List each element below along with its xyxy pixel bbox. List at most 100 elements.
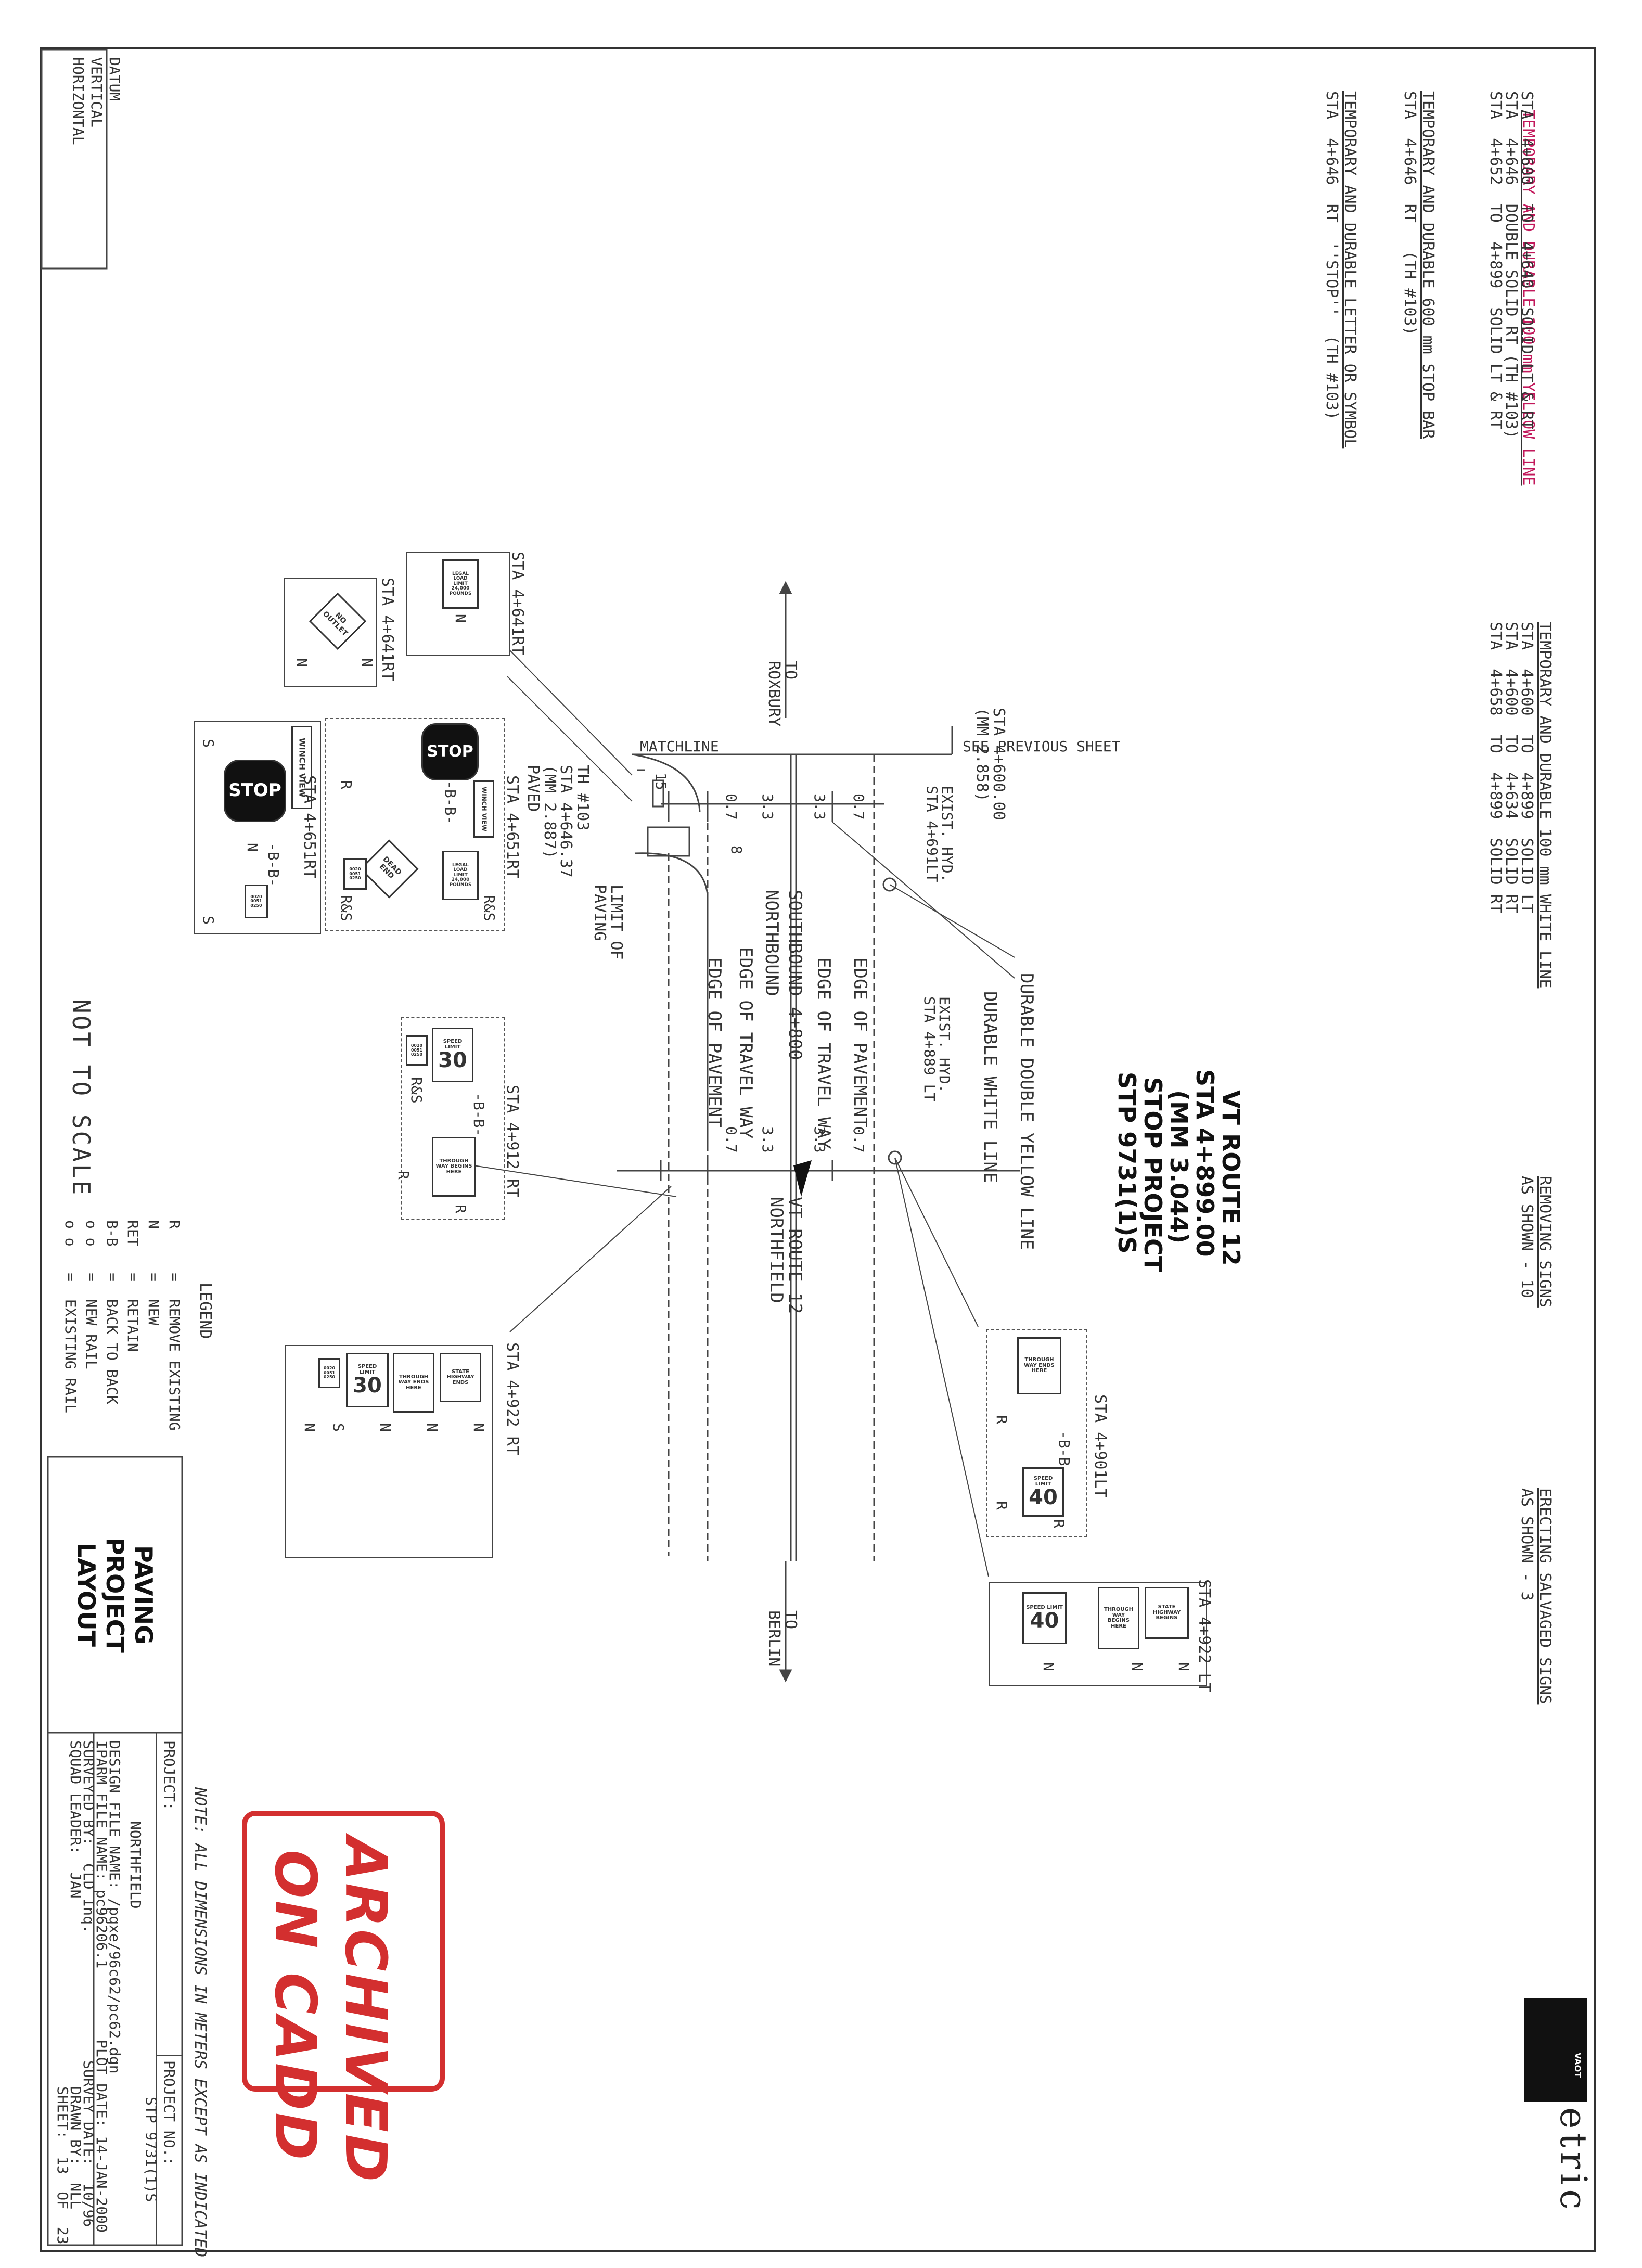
project-title-2: STA 4+899.00 bbox=[1191, 1069, 1219, 1257]
code-n-6: N bbox=[424, 1423, 441, 1432]
dimensions-note: NOTE: ALL DIMENSIONS IN METERS EXCEPT AS… bbox=[191, 1787, 209, 2258]
stop-bar-sta: STA 4+646 RT (TH #103) bbox=[1401, 91, 1419, 336]
code-n-11: N bbox=[1040, 1662, 1057, 1671]
speed-30-a: 30 bbox=[438, 1048, 467, 1072]
project-no-label: PROJECT NO.: bbox=[161, 2060, 178, 2166]
code-r-d: R bbox=[993, 1415, 1010, 1424]
code-n-8: N bbox=[301, 1423, 318, 1432]
legal-load-sign: LEGAL LOAD LIMIT 24,000 POUNDS bbox=[442, 559, 479, 609]
sta-4901lt-label: STA 4+901LT bbox=[1091, 1394, 1109, 1498]
speed-30-b: 30 bbox=[353, 1374, 382, 1398]
sheet-border bbox=[40, 47, 1596, 2252]
metric-logo-text: etric bbox=[1552, 2107, 1595, 2214]
code-s-a: S bbox=[200, 739, 217, 748]
dimension-ticks bbox=[617, 760, 1020, 1181]
code-n-7: N bbox=[377, 1423, 394, 1432]
code-s-b: S bbox=[200, 916, 217, 925]
squad-leader: SQUAD LEADER: JAN bbox=[67, 1740, 84, 1899]
white-line-sta-1: STA 4+600 TO 4+899 SOLID LT bbox=[1518, 622, 1536, 913]
white-line-sta-3: STA 4+658 TO 4+899 SOLID RT bbox=[1486, 622, 1505, 913]
title-project: PROJECT bbox=[101, 1537, 129, 1653]
hydrant-2 bbox=[888, 1150, 902, 1165]
stamp-line-2: ON CADD bbox=[262, 1850, 329, 2162]
datum-box bbox=[41, 49, 108, 270]
berlin-arrow bbox=[779, 1561, 792, 1683]
legend-item-2: N = NEW bbox=[145, 1220, 162, 1326]
stop-bar-symbol bbox=[793, 1160, 812, 1197]
yellow-line-sta-2: STA 4+646 DOUBLE SOLID RT (TH #103) bbox=[1502, 91, 1520, 439]
sign-group-4901lt bbox=[986, 1329, 1087, 1537]
edge-travel-way-lt: EDGE OF TRAVEL WAY bbox=[735, 947, 756, 1139]
through-way-begins-a: THROUGH WAY BEGINS HERE bbox=[432, 1137, 476, 1197]
hydrant-1 bbox=[882, 877, 897, 892]
matchline-label: MATCHLINE bbox=[640, 738, 719, 755]
state-hwy-ends: STATE HIGHWAY ENDS bbox=[440, 1353, 481, 1402]
erecting-signs-title: ERECTING SALVAGED SIGNS bbox=[1536, 1488, 1554, 1705]
sta-4912rt-label: STA 4+912 RT bbox=[503, 1085, 521, 1198]
legend-item-1: R = REMOVE EXISTING bbox=[166, 1220, 183, 1431]
dim-0-7-a: 0.7 bbox=[850, 793, 867, 820]
to-roxbury-label: TO ROXBURY bbox=[765, 661, 800, 727]
th-103-road bbox=[632, 753, 709, 1145]
datum-label: DATUM bbox=[106, 57, 123, 101]
code-rs-c: R&S bbox=[408, 1077, 425, 1104]
sta-4651rt-label-b: STA 4+651RT bbox=[300, 775, 318, 879]
yellow-line-sta-1: STA 4+600 TO 4+640 SOLID LT & RT bbox=[1518, 91, 1536, 430]
dim-0-7-c: 0.7 bbox=[850, 1126, 867, 1153]
sign-group-winch-view bbox=[194, 721, 321, 934]
datum-vertical: VERTICAL bbox=[88, 57, 105, 127]
letter-symbol-sta: STA 4+646 RT ''STOP'' (TH #103) bbox=[1323, 91, 1341, 420]
stop-bar-title: TEMPORARY AND DURABLE 600 mm STOP BAR bbox=[1419, 91, 1437, 439]
speed-limit-text-d: SPEED LIMIT bbox=[1026, 1604, 1063, 1610]
winch-view-tag-a: WINCH VIEW bbox=[473, 780, 494, 838]
code-n-10: N bbox=[1128, 1662, 1146, 1671]
legend-item-5: o o = NEW RAIL bbox=[83, 1220, 100, 1369]
project-name: NORTHFIELD bbox=[127, 1821, 144, 1909]
speed-limit-text-b: SPEED LIMIT bbox=[357, 1364, 377, 1375]
tag-4651: 0020 0051 0250 bbox=[343, 858, 367, 890]
sta-4641rt-label: STA 4+641RT bbox=[508, 552, 527, 655]
dim-3-3-a: 3.3 bbox=[811, 793, 828, 820]
winch-view-label: WINCH VIEW bbox=[291, 726, 312, 809]
legend-item-6: o o = EXISTING RAIL bbox=[62, 1220, 79, 1413]
vaot-badge: VAOT bbox=[1573, 2053, 1583, 2078]
code-rs-b: R&S bbox=[338, 895, 355, 921]
project-title-4: STOP PROJECT bbox=[1139, 1077, 1167, 1273]
stop-sign-b: STOP bbox=[224, 760, 286, 822]
erecting-signs-value: AS SHOWN - 3 bbox=[1518, 1488, 1536, 1601]
speed-limit-text-c: SPEED LIMIT bbox=[1033, 1476, 1053, 1487]
durable-white-label: DURABLE WHITE LINE bbox=[980, 991, 1000, 1183]
archived-stamp: ARCHIVED ON CADD bbox=[242, 1811, 445, 2184]
speed-40-b: 40 bbox=[1030, 1609, 1059, 1633]
title-block-frame bbox=[47, 1456, 183, 2246]
speed-40-a: 40 bbox=[1029, 1485, 1058, 1509]
legend-title: LEGEND bbox=[196, 1283, 214, 1339]
code-bb-b: -B-B- bbox=[265, 843, 282, 887]
not-to-scale: NOT TO SCALE bbox=[67, 999, 95, 1197]
sheet-number: SHEET: 13 OF 23 bbox=[54, 2086, 71, 2245]
project-label: PROJECT: bbox=[161, 1740, 178, 1811]
code-bb-a: -B-B- bbox=[442, 780, 459, 825]
sta-4641rt-label-2: STA 4+641RT bbox=[378, 578, 396, 681]
sign-group-4922rt bbox=[285, 1345, 493, 1558]
northbound-label: NORTHBOUND bbox=[761, 890, 782, 996]
edge-pavement-lt: EDGE OF PAVEMENT bbox=[704, 957, 725, 1128]
sign-group-4922lt bbox=[989, 1582, 1207, 1686]
state-hwy-begins: STATE HIGHWAY BEGINS bbox=[1145, 1587, 1189, 1639]
removing-signs-value: AS SHOWN - 10 bbox=[1518, 1176, 1536, 1298]
edge-travel-way-rt: EDGE OF TRAVEL WAY bbox=[813, 957, 834, 1149]
code-r-c: R bbox=[452, 1205, 469, 1213]
sign-group-4651rt bbox=[325, 718, 505, 931]
dim-3-3-b: 3.3 bbox=[759, 793, 776, 820]
th-103-label: TH #103 STA 4+646.37 (MM 2.887) PAVED bbox=[524, 765, 592, 878]
code-r-f: R bbox=[1050, 1519, 1068, 1528]
dim-15: 15 bbox=[652, 773, 670, 790]
roxbury-arrow bbox=[779, 581, 792, 718]
tag-4922: 0020 0051 0250 bbox=[318, 1358, 340, 1388]
vaot-logo-icon bbox=[1524, 1998, 1587, 2102]
yellow-line-sta-3: STA 4+652 TO 4+899 SOLID LT & RT bbox=[1486, 91, 1505, 430]
sign-group-4641rt bbox=[406, 552, 510, 656]
project-no: STP 9731(1)S bbox=[143, 2097, 160, 2202]
